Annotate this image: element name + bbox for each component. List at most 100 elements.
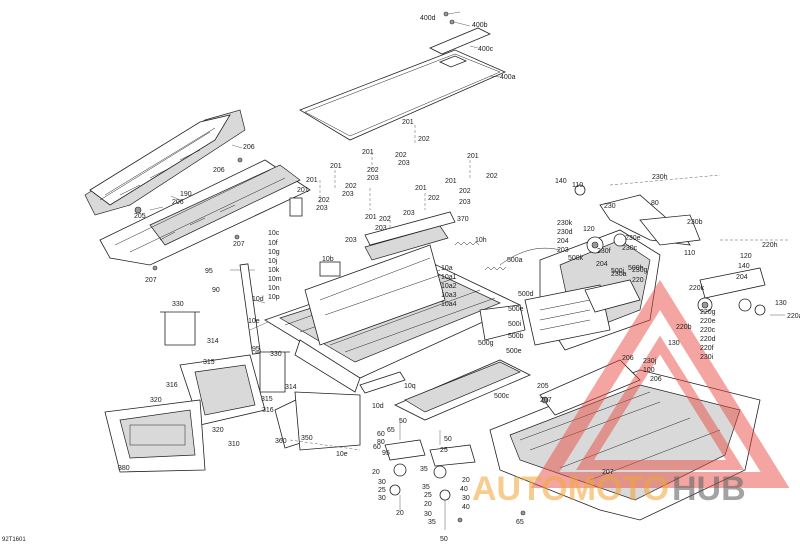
callout-label: 230 [604,203,616,210]
callout-label: 35 [420,466,428,473]
callout-label: 201 [362,149,374,156]
callout-label: 230c [622,245,638,252]
handle-330b [255,351,290,393]
callout-label: 220b [676,324,692,331]
handle-330a [160,311,200,346]
callout-label: 205 [134,213,146,220]
callout-label: 230i [700,354,714,361]
fasteners-center [319,125,471,230]
callout-label: 320 [212,427,224,434]
callout-label: 95 [252,346,260,353]
callout-label: 120 [583,226,595,233]
callout-label: 95 [205,268,213,275]
callout-label: 500c [494,393,510,400]
callout-label: 10p [268,294,280,301]
callout-label: 220g [700,309,716,316]
callout-label: 30 [424,511,432,518]
callout-label: 201 [445,178,457,185]
callout-label: 10a3 [441,292,457,299]
callout-label: 204 [557,238,569,245]
block-10b [319,261,341,277]
callout-label: 330 [270,351,282,358]
left-lower-group [104,311,361,473]
callout-label: 220f [700,345,714,352]
callout-label: 10b [322,256,334,263]
callout-label: 10d [252,296,264,303]
callout-label: 202 [395,152,407,159]
callout-label: 95 [382,450,390,457]
callout-label: 207 [145,277,157,284]
callout-label: 65 [516,519,524,526]
callout-label: 202 [486,173,498,180]
callout-label: 20 [372,469,380,476]
callout-label: 202 [459,188,471,195]
callout-label: 360 [275,438,287,445]
callout-label: 316 [262,407,274,414]
callout-label: 203 [345,237,357,244]
shaft-230-group [574,174,790,316]
callout-label: 30 [378,479,386,486]
callout-label: 230j [643,358,657,365]
callout-label: 90 [212,287,220,294]
callout-label: 206 [650,376,662,383]
callout-label: 220c [700,327,716,334]
callout-label: 202 [428,195,440,202]
callout-label: 20 [396,510,404,517]
callout-label: 30 [378,495,386,502]
callout-label: 500h [628,265,644,272]
callout-label: 207 [540,397,552,404]
callout-label: 206 [172,199,184,206]
callout-label: 320 [150,397,162,404]
callout-label: 314 [285,384,297,391]
callout-label: 201 [415,185,427,192]
callout-label: 220a [787,313,800,320]
callout-label: 20 [424,501,432,508]
callout-label: 220d [700,336,716,343]
callout-label: 35 [428,519,436,526]
callout-label: 400a [500,74,516,81]
callout-label: 40 [462,504,470,511]
callout-label: 201 [297,187,309,194]
callout-label: 230g [632,267,648,274]
callout-label: 350 [301,435,313,442]
callout-label: 50 [399,418,407,425]
callout-label: 500k [568,255,584,262]
watermark-text-automoto: AUTOMOTO [472,470,669,508]
callout-label: 203 [557,247,569,254]
callout-label: 50 [444,436,452,443]
callout-label: 400b [472,22,488,29]
callout-label: 203 [375,225,387,232]
side-rail-group [84,109,311,271]
bracket-370 [364,211,456,246]
callout-label: 10a1 [441,274,457,281]
callout-label: 206 [243,144,255,151]
panel-400a [299,49,506,141]
callout-label: 130 [775,300,787,307]
callout-label: 230f [597,248,611,255]
callout-label: 40 [460,486,468,493]
springs-10h [454,241,507,271]
callout-label: 10f [268,240,278,247]
callout-label: 400d [420,15,436,22]
callout-label: 10d [372,403,384,410]
callout-label: 100 [643,367,655,374]
callout-label: 310 [228,441,240,448]
callout-label: 110 [572,182,583,189]
callout-label: 203 [367,175,379,182]
callout-label: 220e [700,318,716,325]
callout-label: 35 [422,484,430,491]
callout-label: 206 [622,355,634,362]
callout-label: 204 [736,274,748,281]
callout-label: 10a2 [441,283,457,290]
callout-label: 201 [330,163,342,170]
callout-label: 207 [602,469,614,476]
callout-label: 230d [557,229,573,236]
right-frame-500 [499,229,661,351]
callout-label: 500j [611,268,625,275]
callout-label: 500d [518,291,534,298]
callout-label: 30 [462,495,470,502]
panel-400c [429,27,491,55]
callout-label: 315 [203,359,215,366]
callout-label: 140 [738,263,750,270]
